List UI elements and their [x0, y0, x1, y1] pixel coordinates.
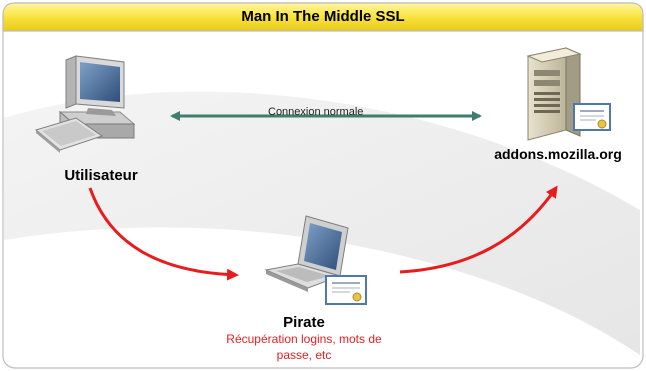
- diagram-title: Man In The Middle SSL: [241, 8, 405, 25]
- attack-arrow-user-to-pirate: [88, 187, 239, 281]
- normal-connection-label: Connexion normale: [268, 106, 364, 118]
- user-label: Utilisateur: [64, 167, 138, 184]
- desktop-computer-icon: [34, 55, 136, 153]
- server-label: addons.mozilla.org: [494, 146, 622, 162]
- certificate-icon-pirate: [325, 275, 367, 305]
- title-bar: [2, 2, 644, 32]
- attack-arrow-pirate-to-server: [399, 185, 558, 274]
- pirate-note: Récupération logins, mots de passe, etc: [226, 332, 382, 362]
- laptop-icon: [264, 215, 349, 292]
- pirate-label: Pirate: [283, 314, 325, 331]
- certificate-icon: [573, 103, 611, 131]
- server-tower-icon: [526, 47, 582, 141]
